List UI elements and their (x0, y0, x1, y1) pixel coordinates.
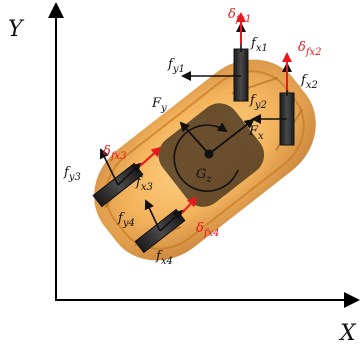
label-fx3: fx3 (135, 175, 153, 193)
label-delta-fx3: δfx3 (103, 144, 127, 162)
label-Fx: Fx (248, 124, 264, 142)
fy-arrow (179, 121, 210, 155)
fx3-arrow (117, 162, 142, 186)
label-fy2: fy2 (249, 93, 267, 111)
fx-arrow (208, 118, 255, 155)
label-fx1: fx1 (250, 36, 268, 54)
tire-front-left (233, 48, 249, 102)
label-fy3: fy3 (63, 165, 81, 183)
label-Fy: Fy (151, 96, 167, 114)
x-axis-label: X (338, 321, 357, 346)
label-delta-fx4: δfx4 (196, 221, 220, 239)
label-Gz: Gz (196, 167, 212, 185)
fx4-arrow (159, 209, 184, 232)
label-fy1: fy1 (167, 57, 185, 75)
label-fx4: fx4 (155, 249, 173, 267)
fy4-arrow (144, 199, 161, 232)
label-fy4: fy4 (117, 211, 135, 229)
yaw-moment-arc (173, 122, 239, 192)
delta-fx4-arrow (181, 196, 198, 214)
center-of-gravity (173, 118, 255, 192)
label-fx2: fx2 (300, 73, 318, 91)
labels: δfx1 fx1 δfx2 fx2 fy1 fy2 Fy Fx Gz δfx3 … (63, 7, 322, 267)
tire-icon (233, 48, 249, 102)
label-delta-fx1: δfx1 (228, 7, 252, 25)
slip-arrows (139, 12, 292, 214)
label-delta-fx2: δfx2 (298, 40, 322, 58)
fy3-arrow (99, 148, 119, 186)
y-axis-label: Y (8, 17, 25, 42)
axes: Y X (8, 2, 360, 346)
delta-fx3-arrow (139, 146, 162, 167)
